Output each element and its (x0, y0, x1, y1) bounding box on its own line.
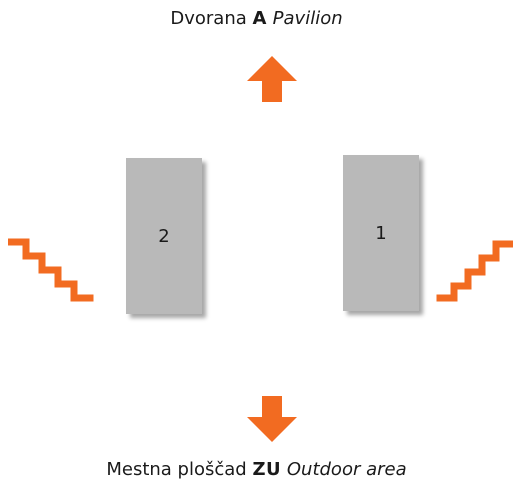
entrance-block-2: 2 (126, 158, 202, 314)
bottom-destination-label: Mestna ploščad ZU Outdoor area (0, 459, 513, 480)
stairs-up-right-icon (436, 240, 513, 302)
bottom-code: ZU (252, 459, 282, 480)
entrance-label-2: 2 (158, 225, 170, 247)
stairs-down-right-icon (8, 238, 94, 302)
top-code: A (252, 8, 267, 29)
entrance-block-1: 1 (343, 155, 419, 311)
top-english-name: Pavilion (272, 8, 343, 29)
entrance-label-1: 1 (375, 222, 387, 244)
top-local-name: Dvorana (170, 8, 247, 29)
bottom-english-name: Outdoor area (286, 459, 407, 480)
arrow-down-icon (247, 396, 297, 442)
arrow-up-icon (247, 56, 297, 102)
top-destination-label: Dvorana A Pavilion (0, 8, 513, 29)
bottom-local-name: Mestna ploščad (106, 459, 247, 480)
